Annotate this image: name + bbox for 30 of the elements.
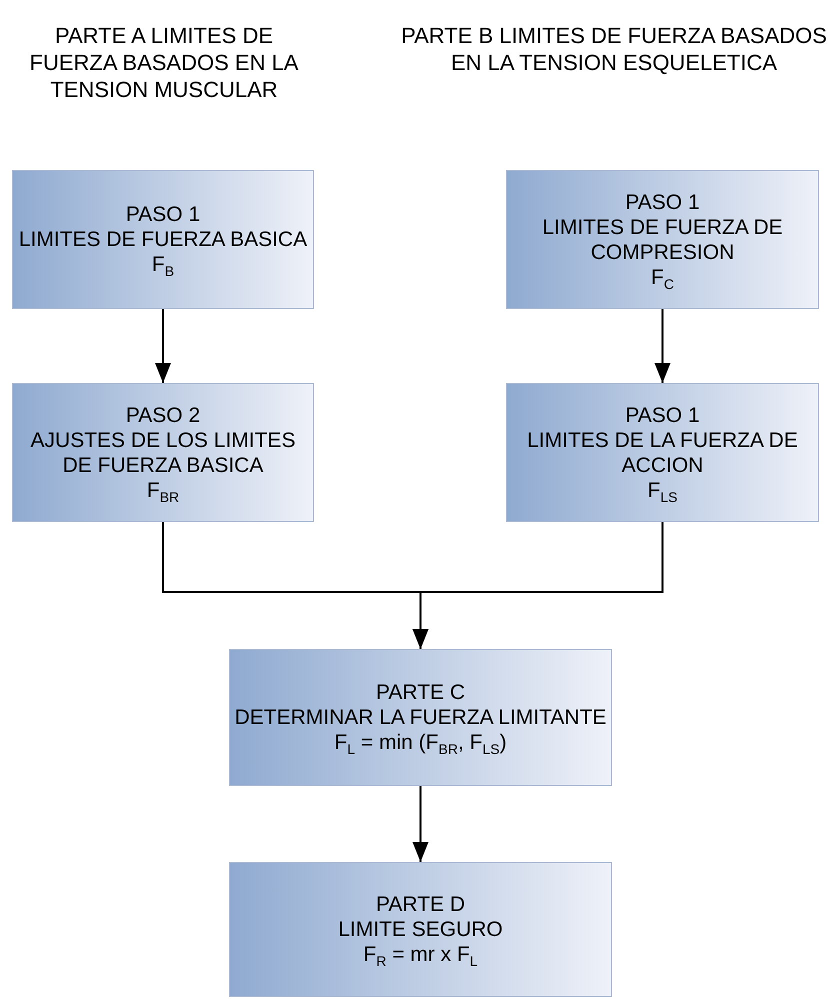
box-text: LIMITES DE FUERZA BASICA [18,227,308,252]
box-heading: PASO 1 [126,202,200,227]
formula: F$_{R}$ = mr x F$_{L}$ [363,942,478,967]
box-text: LIMITES DE LA FUERZA DE ACCION [526,428,799,478]
arrow [412,786,428,862]
box-heading: PASO 1 [625,402,700,428]
process-box [12,170,314,309]
box-heading: PARTE D [376,892,466,917]
box-text: LIMITE SEGURO [338,917,503,942]
formula: F$_{L}$ = min (F$_{BR}$, F$_{LS}$) [334,730,507,755]
process-box [229,862,612,997]
process-box [229,649,612,786]
box-text: AJUSTES DE LOS LIMITES DE FUERZA BASICA [30,428,296,478]
column-heading: PARTE B LIMITES DE FUERZA BASADOS EN LA TENSION ESQUELETICA [400,22,828,76]
box-text: DETERMINAR LA FUERZA LIMITANTE [234,705,606,730]
formula: F$_{B}$ [152,252,174,277]
box-text: LIMITES DE FUERZA DE COMPRESION [541,214,784,264]
process-box [506,170,819,309]
box-heading: PASO 1 [625,190,700,214]
column-heading: PARTE A LIMITES DE FUERZA BASADOS EN LA TENSION MUSCULAR [28,22,300,103]
box-heading: PARTE C [376,680,466,705]
box-heading: PASO 2 [126,402,200,428]
arrow [155,309,171,383]
formula: F$_{C}$ [651,264,674,290]
arrow [412,522,664,649]
arrow [654,309,670,383]
process-box [12,383,314,522]
formula: F$_{BR}$ [146,478,180,502]
process-box [506,383,819,522]
formula: F$_{LS}$ [648,478,678,502]
